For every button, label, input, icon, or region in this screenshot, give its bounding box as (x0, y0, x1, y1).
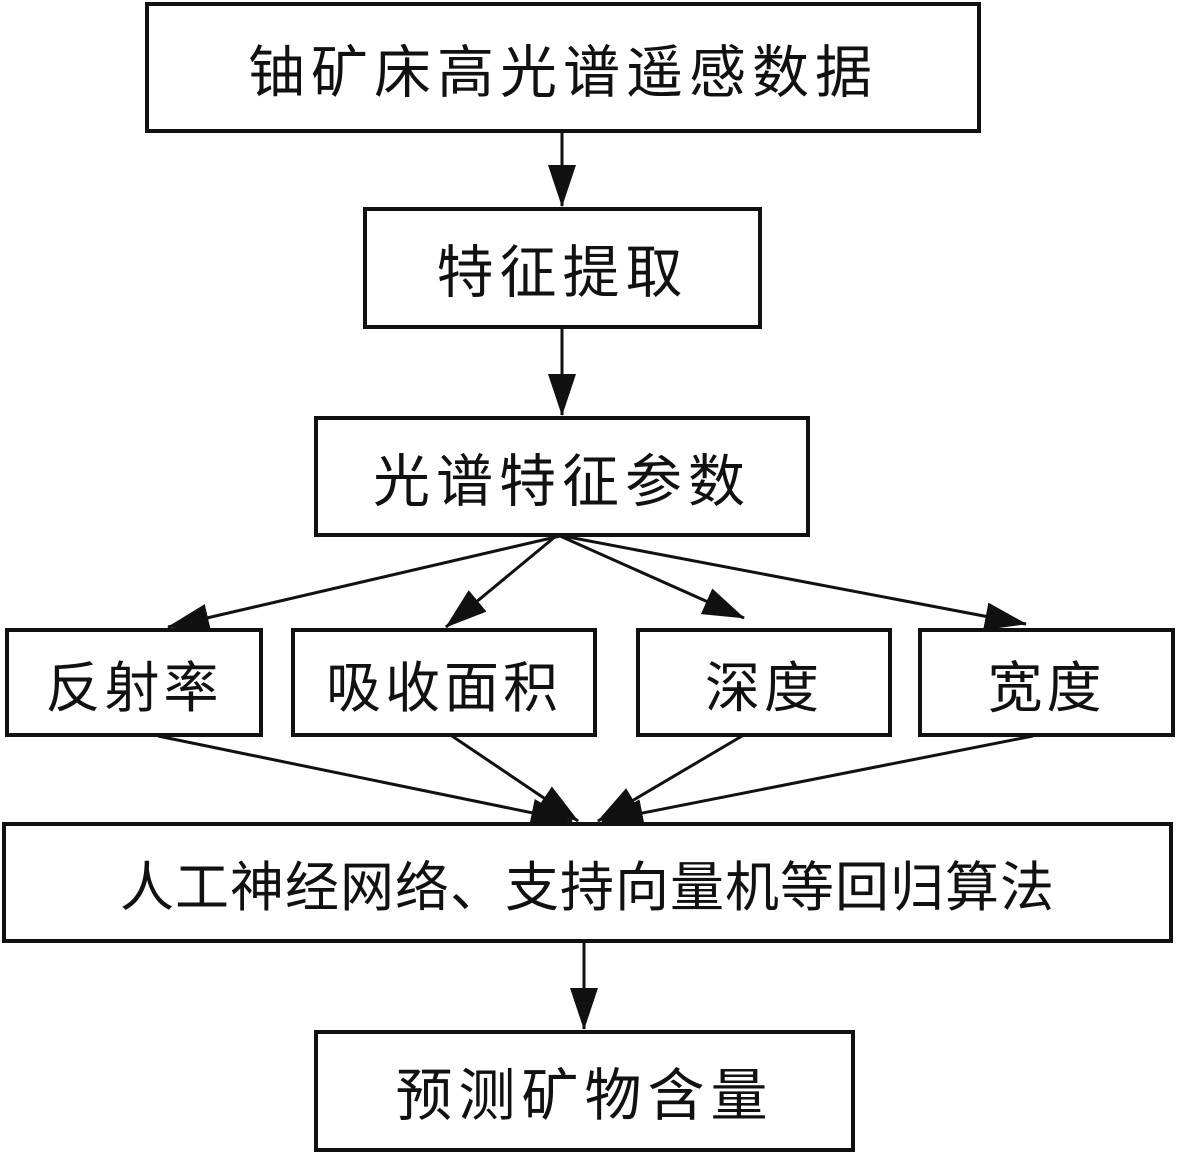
arrow-params-to-width (562, 534, 1027, 631)
node-depth: 深度 (636, 628, 892, 737)
node-absorption-area-label: 吸收面积 (325, 655, 562, 720)
node-extract: 特征提取 (363, 207, 762, 329)
node-absorption-area: 吸收面积 (291, 628, 597, 737)
arrow-width-to-regression (601, 734, 1034, 827)
node-params: 光谱特征参数 (314, 416, 810, 537)
arrow-params-to-depth (559, 534, 745, 620)
node-input: 铀矿床高光谱遥感数据 (145, 2, 981, 133)
node-params-label: 光谱特征参数 (373, 448, 751, 515)
arrow-reflectance-to-regression (157, 734, 573, 827)
node-reflectance-label: 反射率 (45, 655, 223, 720)
node-output: 预测矿物含量 (314, 1030, 855, 1152)
node-width-label: 宽度 (987, 655, 1106, 720)
node-extract-label: 特征提取 (436, 240, 689, 306)
node-reflectance: 反射率 (5, 628, 263, 737)
node-depth-label: 深度 (704, 655, 823, 720)
node-regression: 人工神经网络、支持向量机等回归算法 (2, 822, 1173, 943)
node-output-label: 预测矿物含量 (395, 1063, 774, 1129)
node-width: 宽度 (918, 628, 1175, 737)
node-regression-label: 人工神经网络、支持向量机等回归算法 (120, 856, 1055, 919)
arrow-params-to-reflectance (167, 534, 561, 632)
node-input-label: 铀矿床高光谱遥感数据 (248, 39, 878, 106)
arrow-params-to-absorption (445, 534, 557, 629)
arrow-absorption-to-regression (451, 734, 579, 823)
